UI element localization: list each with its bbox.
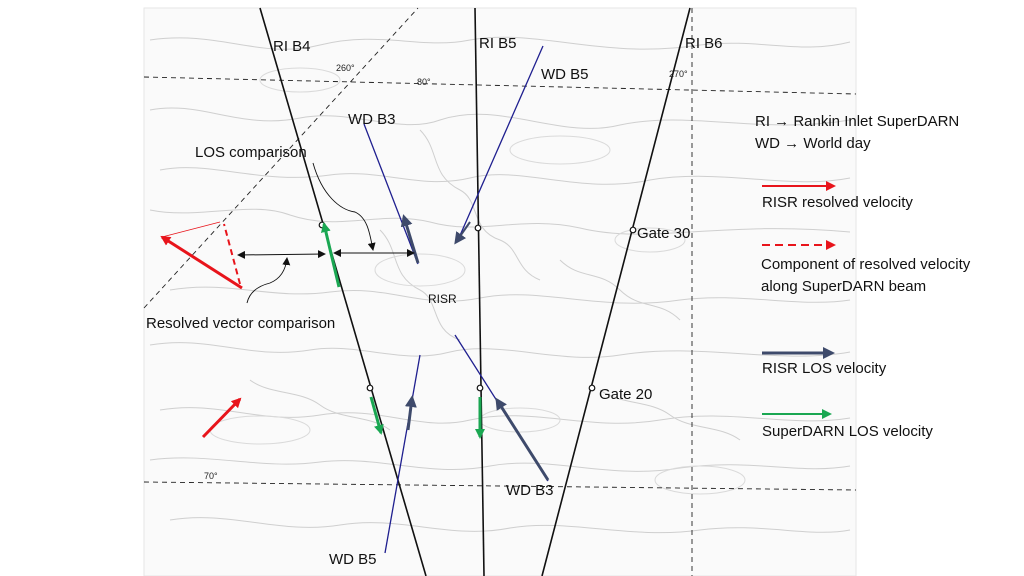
legend-definitions: RI → Rankin Inlet SuperDARN WD → World d… [755,111,959,155]
gate-dot [366,384,374,392]
resolved-velocity-arrow [160,235,243,290]
risr-los-arrow [495,397,550,481]
label-lon-270: 270° [669,69,688,79]
label-risr: RISR [428,292,457,306]
resolved-comparison-double-arrow [237,250,326,259]
superdarn-los-arrow [369,396,384,435]
gate-dot [588,384,596,392]
resolved-leader-curve [246,257,291,304]
resolved-vectors [160,221,243,439]
wd-b5-beam-bottom [384,354,421,554]
gate-dot [474,224,482,232]
resolved-velocity-arrow-lower [201,397,242,439]
label-gate-20: Gate 20 [599,386,653,403]
label-wd-b3-bottom: WD B3 [506,482,554,499]
wd-b5-beam-top [457,45,544,241]
label-wd-b5-bottom: WD B5 [329,551,377,568]
risr-los-arrows [400,214,550,481]
label-lon-80: 80° [417,77,431,87]
ri-b5-beam [474,7,485,576]
legend-wd-definition: WD → World day [755,134,871,152]
lat-line-top [143,76,857,95]
los-leader-curve [312,162,376,251]
legend-superdarn-los: SuperDARN LOS velocity [762,423,933,440]
label-resolved-vector-comparison: Resolved vector comparison [146,315,336,332]
label-wd-b3-top: WD B3 [348,111,396,128]
label-los-comparison: LOS comparison [195,144,307,161]
lat-line-70 [143,481,857,491]
legend-component-line1: Component of resolved velocity [761,256,971,273]
ri-b4-beam [259,7,427,576]
legend-resolved-velocity: RISR resolved velocity [762,194,913,211]
ri-beams [259,7,691,576]
legend-component: Component of resolved velocity along Sup… [761,254,970,298]
wd-b5-direction-arrow [454,221,471,245]
ri-b6-beam [541,7,691,576]
legend-symbols [762,181,836,419]
legend-ri-definition: RI → Rankin Inlet SuperDARN [755,113,960,130]
legend-component-line2: along SuperDARN beam [761,277,927,295]
resolved-component-arrow [223,223,241,285]
label-lat-70: 70° [204,471,218,481]
lon-line-left [143,7,419,309]
label-gate-30: Gate 30 [637,225,691,242]
legend-risr-los: RISR LOS velocity [762,360,887,377]
risr-los-arrow [400,214,420,264]
label-ri-b6: RI B6 [685,35,723,52]
gate-dot [476,384,484,392]
risr-los-arrow [404,395,417,431]
label-ri-b4: RI B4 [273,38,311,55]
comparison-arrows [237,249,415,259]
gate-dot [629,226,637,234]
projection-thin-line [161,221,221,238]
wd-b3-beam-top [363,123,419,265]
superdarn-los-arrows [320,222,485,439]
label-lon-260: 260° [336,63,355,73]
label-ri-b5: RI B5 [479,35,517,52]
label-wd-b5-top: WD B5 [541,66,589,83]
map-area [143,7,857,576]
grid-lines [143,7,857,576]
superdarn-los-arrow [320,222,341,288]
